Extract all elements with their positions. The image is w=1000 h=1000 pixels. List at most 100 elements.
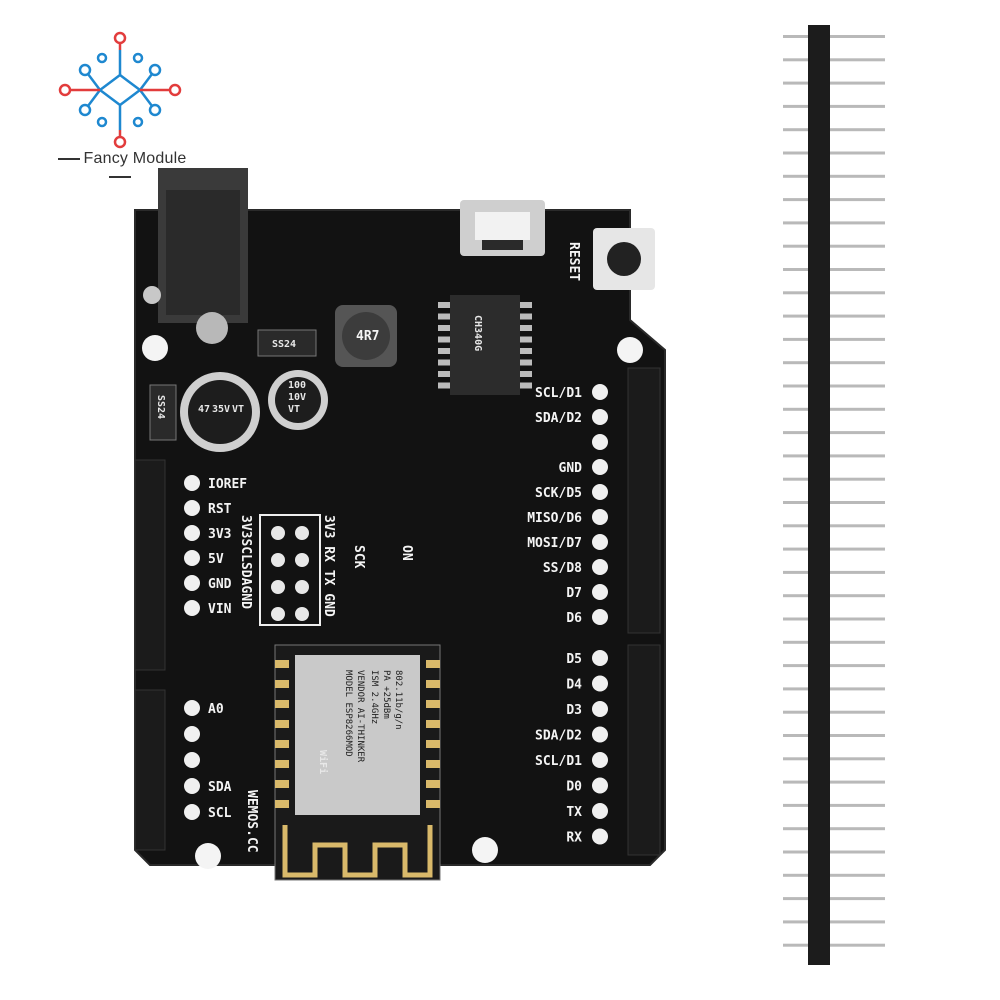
right-pad <box>592 650 608 666</box>
right-header-strip-top <box>627 367 661 634</box>
pin-header-svg <box>783 25 885 965</box>
right-pin-label: D5 <box>566 652 582 667</box>
right-pad <box>592 701 608 717</box>
diode <box>257 329 317 357</box>
left-pad <box>184 778 200 794</box>
reset-label: RESET <box>566 242 581 281</box>
left-pin-label: SCL <box>208 806 232 821</box>
left-pin-label: RST <box>208 502 232 517</box>
header-pin <box>783 803 885 807</box>
left-pad <box>184 700 200 716</box>
right-pad <box>592 384 608 400</box>
board-svg: RESET 4R7 SS24 SS24 47 35V VT 100 10V VT… <box>134 168 666 881</box>
module-line-2: VENDOR AI-THINKER <box>355 670 365 763</box>
right-pad <box>592 459 608 475</box>
right-pad <box>592 828 608 845</box>
left-pin-label: 3V3 <box>208 527 231 542</box>
cap2-line-1: 100 <box>288 380 306 391</box>
header-pin <box>783 407 885 411</box>
header-pin <box>783 268 885 271</box>
inductor-label: 4R7 <box>356 329 379 344</box>
left-pin-label: SDA <box>208 780 232 795</box>
right-pad <box>592 559 608 575</box>
left-pad <box>184 575 200 591</box>
header-pin <box>783 873 885 877</box>
header-pin <box>783 501 885 504</box>
mounting-hole <box>617 337 643 363</box>
header-pin <box>783 570 885 574</box>
header-pin <box>783 431 885 435</box>
right-header-strip-bottom <box>627 644 661 856</box>
circuit-logo-icon <box>58 31 182 149</box>
header-pin <box>783 687 885 691</box>
brand-name: Fancy Module <box>40 150 200 186</box>
header-pin <box>783 291 885 295</box>
ch340g-chip <box>438 295 532 395</box>
left-pad <box>184 752 200 768</box>
brand-logo: Fancy Module <box>40 30 200 180</box>
male-pin-header <box>775 20 895 970</box>
mounting-hole <box>472 837 498 863</box>
left-header-strip-top <box>134 459 166 671</box>
right-pin-label: D7 <box>566 586 582 601</box>
cap1-line-3: VT <box>232 404 244 415</box>
wifi-text: WiFi <box>317 750 329 774</box>
right-pad <box>592 409 608 425</box>
cap2-line-3: VT <box>288 404 300 415</box>
right-pad <box>592 726 608 743</box>
module-line-1: MODEL ESP8266MOD <box>343 670 353 757</box>
header-pin <box>783 943 885 947</box>
right-pin-label: SS/D8 <box>543 561 582 576</box>
header-pin <box>783 547 885 551</box>
diode-2 <box>149 384 177 441</box>
right-pad <box>592 752 608 768</box>
right-pin-label: SCK/D5 <box>535 486 582 501</box>
header-pin <box>783 477 885 481</box>
header-pin <box>783 757 885 761</box>
isp-header-pins <box>271 526 309 621</box>
header-pin <box>783 104 885 108</box>
isp-header-frame <box>259 514 321 626</box>
module-line-4: PA +25dBm <box>381 670 391 719</box>
header-pin <box>783 128 885 132</box>
chip-label: CH340G <box>472 315 483 351</box>
right-pad <box>592 434 608 450</box>
right-pad <box>592 534 608 550</box>
right-pin-label: D4 <box>566 678 582 693</box>
header-pin <box>783 244 885 248</box>
right-pin-label: SCL/D1 <box>535 754 582 769</box>
header-pin <box>783 710 885 714</box>
left-pad <box>184 600 200 616</box>
header-pin <box>783 664 885 668</box>
header-pin <box>783 454 885 458</box>
left-header-strip-bottom <box>134 689 166 851</box>
site-label: WEMOS.CC <box>244 790 259 853</box>
header-pin <box>783 850 885 854</box>
header-pin <box>783 361 885 365</box>
header-pin <box>783 524 885 528</box>
right-pin-label: D0 <box>566 780 582 795</box>
module-line-3: ISM 2.4GHz <box>369 670 379 724</box>
header-label: 3V3SCLSDAGND <box>238 515 253 609</box>
right-pin-label: GND <box>559 461 583 476</box>
mounting-hole <box>142 335 168 361</box>
left-pad <box>184 726 200 742</box>
header-pin <box>783 617 885 621</box>
header-pin <box>783 337 885 341</box>
diode-label: SS24 <box>272 339 296 350</box>
right-pin-label: SDA/D2 <box>535 411 582 426</box>
left-pin-label: A0 <box>208 702 224 717</box>
right-pin-label: D3 <box>566 703 582 718</box>
header-pin <box>783 58 885 62</box>
right-pad <box>592 803 608 819</box>
right-pad <box>592 675 608 692</box>
left-pad <box>184 804 200 820</box>
right-pin-label: TX <box>566 805 582 820</box>
header-pin <box>783 198 885 202</box>
module-line-5: 802.11b/g/n <box>393 670 403 730</box>
right-pin-label: SCL/D1 <box>535 386 582 401</box>
left-pad <box>184 525 200 541</box>
header-pin <box>783 221 885 225</box>
header-pin <box>783 594 885 598</box>
module-text: MODEL ESP8266MOD VENDOR AI-THINKER ISM 2… <box>343 670 403 763</box>
